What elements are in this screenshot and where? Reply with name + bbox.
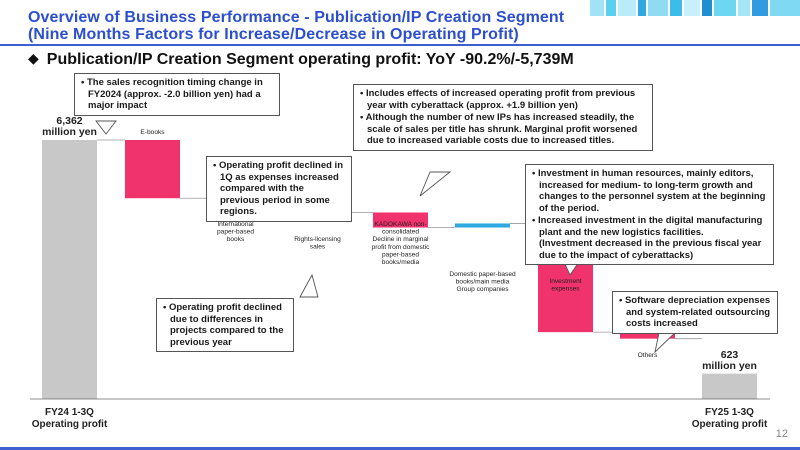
callout-pointer-ebooks <box>95 120 117 135</box>
diamond-bullet-icon: ◆ <box>28 50 39 66</box>
callout-bullet: • Operating profit declined due to diffe… <box>163 302 284 348</box>
callout-bullet: • Investment in human resources, mainly … <box>532 168 766 214</box>
section-heading: ◆ Publication/IP Creation Segment operati… <box>28 50 574 69</box>
slide-header: Overview of Business Performance - Publi… <box>0 0 800 44</box>
callout-bullet: • Includes effects of increased operatin… <box>360 88 636 111</box>
callout-rights-licensing: • Operating profit declined due to diffe… <box>156 298 294 352</box>
page-number: 12 <box>775 428 788 440</box>
callout-bullet: • Increased investment in the digital ma… <box>532 215 763 261</box>
bar-step <box>125 140 180 199</box>
category-label: E-books <box>140 129 165 136</box>
category-label: Others <box>638 352 658 359</box>
callout-bullet: • Software depreciation expenses and sys… <box>619 295 771 329</box>
callout-bullet: • Operating profit declined in 1Q as exp… <box>213 160 343 217</box>
bar-fy25-total <box>702 373 757 399</box>
callout-kadokawa: • Includes effects of increased operatin… <box>353 84 653 151</box>
page-title-line-2: (Nine Months Factors for Increase/Decrea… <box>28 26 519 43</box>
callout-ebooks: • The sales recognition timing change in… <box>74 73 280 116</box>
bar-step <box>455 223 510 228</box>
header-rule <box>0 44 800 46</box>
section-heading-text: Publication/IP Creation Segment operatin… <box>46 51 574 68</box>
callout-pointer-rights-licensing <box>299 273 319 298</box>
bar-step <box>620 332 675 339</box>
bar-step <box>373 212 428 228</box>
callout-others: • Software depreciation expenses and sys… <box>612 291 778 334</box>
callout-bullet: • The sales recognition timing change in… <box>81 77 263 111</box>
footer-rule <box>0 447 800 450</box>
callout-investment: • Investment in human resources, mainly … <box>525 164 774 265</box>
callout-bullet: • Although the number of new IPs has inc… <box>360 112 638 146</box>
callout-pointer-kadokawa <box>419 171 452 197</box>
page-title-line-1: Overview of Business Performance - Publi… <box>28 9 565 26</box>
header-decoration <box>590 0 800 16</box>
callout-international: • Operating profit declined in 1Q as exp… <box>206 156 352 222</box>
bar-fy24-total <box>42 140 97 399</box>
